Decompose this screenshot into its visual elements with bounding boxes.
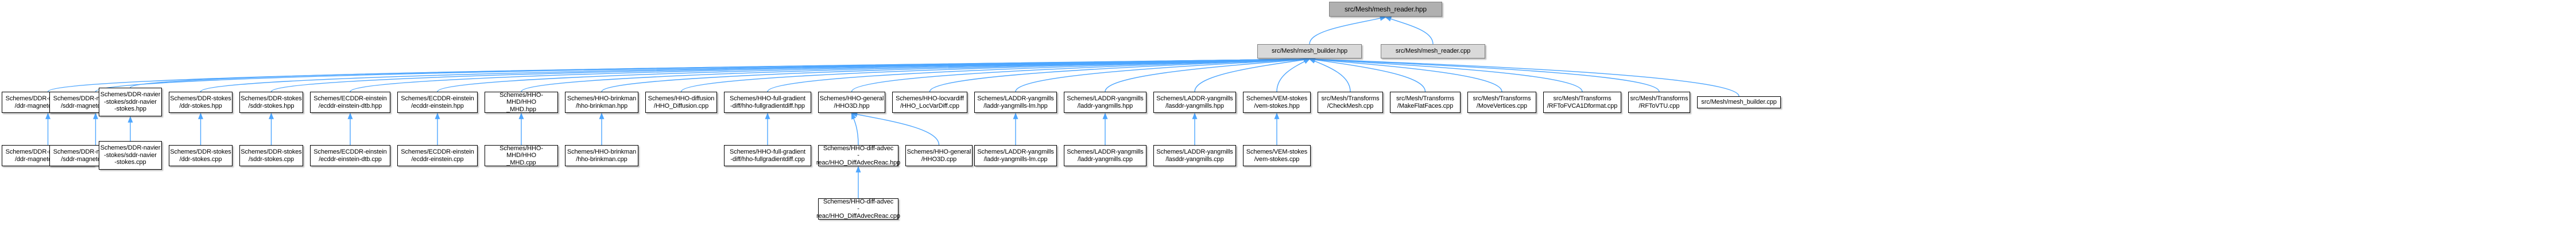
graph-node[interactable]: Schemes/DDR-stokes /ddr-stokes.cpp	[169, 145, 233, 166]
graph-edge	[1309, 15, 1386, 45]
graph-edge	[851, 112, 859, 146]
graph-edge	[1194, 57, 1311, 92]
graph-edge	[680, 56, 1311, 92]
graph-edge	[1308, 56, 1740, 97]
graph-node[interactable]: src/Mesh/Transforms /MakeFlatFaces.cpp	[1390, 92, 1461, 113]
graph-node[interactable]: src/Mesh/mesh_builder.cpp	[1697, 96, 1781, 108]
graph-node[interactable]: Schemes/ECDDR-einstein /ecddr-einstein-d…	[310, 92, 390, 113]
graph-node[interactable]: Schemes/HHO-brinkman /hho-brinkman.hpp	[565, 92, 638, 113]
graph-edge	[1105, 57, 1311, 92]
graph-edge	[851, 112, 940, 146]
graph-node[interactable]: Schemes/HHO-brinkman /hho-brinkman.cpp	[565, 145, 638, 166]
graph-node[interactable]: src/Mesh/Transforms /RFToVTU.cpp	[1628, 92, 1690, 113]
graph-node[interactable]: Schemes/LADDR-yangmills /lasddr-yangmill…	[1153, 145, 1236, 166]
graph-node[interactable]: Schemes/DDR-stokes /sddr-stokes.hpp	[239, 92, 303, 113]
graph-edge	[929, 56, 1311, 92]
graph-node[interactable]: Schemes/DDR-navier -stokes/sddr-navier -…	[99, 88, 162, 116]
graph-node[interactable]: Schemes/VEM-stokes /vem-stokes.hpp	[1243, 92, 1311, 113]
graph-node[interactable]: Schemes/HHO-diff-advec -reac/HHO_DiffAdv…	[816, 144, 901, 166]
graph-node[interactable]: src/Mesh/Transforms /RFToFVCA1Dformat.cp…	[1543, 92, 1621, 113]
graph-node[interactable]: Schemes/LADDR-yangmills /laddr-yangmills…	[974, 145, 1057, 166]
graph-node[interactable]: Schemes/HHO-MHD/HHO _MHD.cpp	[485, 145, 558, 166]
graph-node[interactable]: src/Mesh/mesh_reader.cpp	[1381, 44, 1485, 58]
graph-node[interactable]: Schemes/LADDR-yangmills /laddr-yangmills…	[1064, 92, 1146, 113]
graph-node[interactable]: src/Mesh/mesh_builder.hpp	[1257, 44, 1362, 58]
graph-edge	[521, 56, 1311, 92]
graph-node[interactable]: src/Mesh/Transforms /MoveVertices.cpp	[1467, 92, 1536, 113]
graph-node[interactable]: Schemes/DDR-stokes /sddr-stokes.cpp	[239, 145, 303, 166]
graph-node[interactable]: Schemes/ECDDR-einstein /ecddr-einstein.c…	[397, 145, 478, 166]
graph-edge	[1308, 58, 1351, 92]
graph-node[interactable]: Schemes/LADDR-yangmills /laddr-yangmills…	[974, 92, 1057, 113]
graph-edge	[350, 56, 1311, 92]
graph-node[interactable]: Schemes/DDR-stokes /ddr-stokes.hpp	[169, 92, 233, 113]
graph-node[interactable]: Schemes/LADDR-yangmills /laddr-yangmills…	[1064, 145, 1146, 166]
graph-node[interactable]: Schemes/HHO-diffusion /HHO_Diffusion.cpp	[645, 92, 717, 113]
graph-node[interactable]: Schemes/HHO-MHD/HHO _MHD.hpp	[485, 92, 558, 113]
graph-node[interactable]: Schemes/VEM-stokes /vem-stokes.cpp	[1243, 145, 1311, 166]
graph-node[interactable]: Schemes/DDR-navier -stokes/sddr-navier -…	[99, 141, 162, 170]
graph-node[interactable]: Schemes/HHO-locvardiff /HHO_LocVarDiff.c…	[892, 92, 967, 113]
graph-node[interactable]: src/Mesh/mesh_reader.hpp	[1329, 2, 1442, 17]
graph-edge	[437, 56, 1311, 92]
graph-node[interactable]: Schemes/HHO-general /HHO3D.hpp	[818, 92, 885, 113]
graph-edge	[1015, 57, 1311, 92]
graph-edge	[1308, 57, 1502, 92]
graph-node[interactable]: Schemes/LADDR-yangmills /lasddr-yangmill…	[1153, 92, 1236, 113]
graph-edge	[1308, 56, 1660, 92]
graph-edge	[767, 56, 1311, 92]
graph-edge	[1308, 57, 1583, 92]
graph-node[interactable]: Schemes/HHO-full-gradient -diff/hho-full…	[724, 92, 811, 113]
graph-node[interactable]: Schemes/HHO-diff-advec -reac/HHO_DiffAdv…	[816, 198, 900, 220]
graph-node[interactable]: Schemes/HHO-full-gradient -diff/hho-full…	[724, 145, 811, 166]
graph-edge	[1385, 16, 1434, 45]
graph-edge	[1308, 57, 1426, 92]
graph-edge	[601, 56, 1311, 92]
graph-node[interactable]: src/Mesh/Transforms /CheckMesh.cpp	[1318, 92, 1383, 113]
graph-node[interactable]: Schemes/ECDDR-einstein /ecddr-einstein.h…	[397, 92, 478, 113]
graph-edge	[1276, 58, 1311, 92]
graph-edge	[851, 56, 1311, 92]
graph-node[interactable]: Schemes/HHO-general /HHO3D.cpp	[905, 145, 973, 166]
graph-node[interactable]: Schemes/ECDDR-einstein /ecddr-einstein-d…	[310, 145, 390, 166]
graph-edge	[130, 56, 1311, 88]
